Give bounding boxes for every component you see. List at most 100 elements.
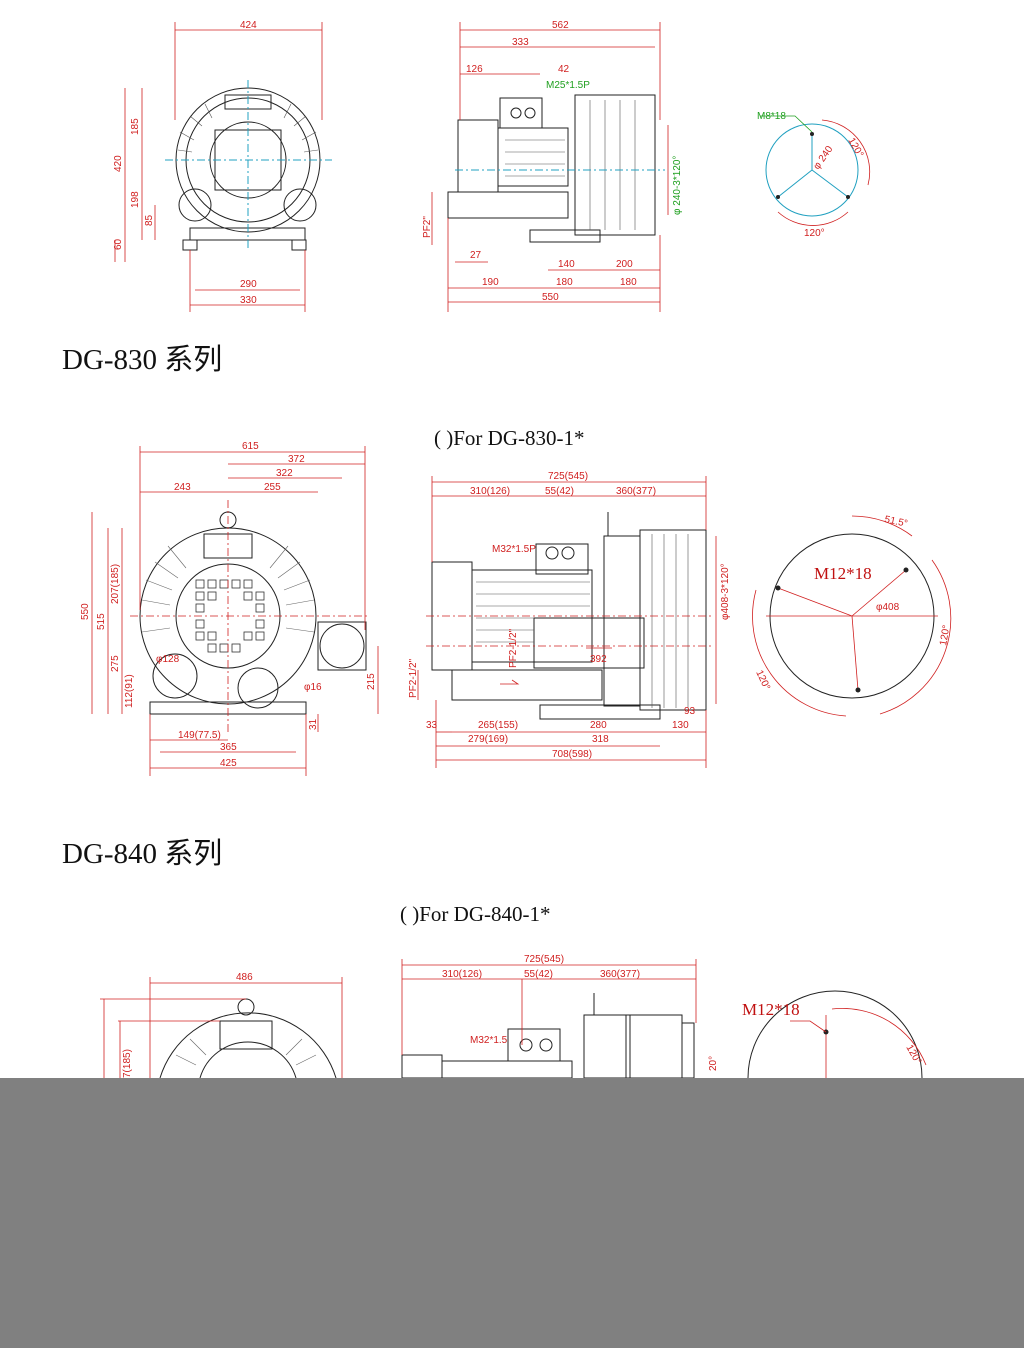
dim-label: 207(185) <box>110 564 121 604</box>
thread-note: M32*1.5 <box>470 1035 508 1046</box>
bolt-circle-label: φ408 <box>876 602 900 613</box>
dim-label: 149(77.5) <box>178 730 221 741</box>
top-side-dim-labels: 562 333 126 42 PF2" 27 190 180 180 140 2… <box>422 20 683 303</box>
dim-label: 112(91) <box>124 674 135 708</box>
angle-label: 120° <box>938 624 952 646</box>
dim-label: 372 <box>288 454 305 465</box>
dim-label: 215 <box>366 673 377 690</box>
840-side-view <box>401 993 695 1079</box>
dim-label: 424 <box>240 20 257 31</box>
dim-label: 130 <box>672 720 689 731</box>
bolt-note: M12*18 <box>814 564 872 583</box>
dim-label: 365 <box>220 742 237 753</box>
830-side-view <box>431 512 707 720</box>
model-note-830: ( )For DG-830-1* <box>434 426 585 450</box>
840-front-view <box>159 998 337 1079</box>
dim-label: φ16 <box>304 682 322 693</box>
drawing-830: 615 372 322 243 255 550 515 207(185) 275… <box>80 441 953 776</box>
dim-label: 275 <box>110 655 121 672</box>
bolt-circle-label: φ 240 <box>811 144 835 172</box>
dim-label: PF2" <box>422 216 433 238</box>
dim-label: 55(42) <box>524 969 553 980</box>
dim-label: 126 <box>466 64 483 75</box>
series-heading-830: DG-830 系列 <box>62 344 223 376</box>
dim-label: 200 <box>616 259 633 270</box>
model-note-840: ( )For DG-840-1* <box>400 902 551 926</box>
dim-label: 265(155) <box>478 720 518 731</box>
840-front-dimensions <box>100 977 343 1078</box>
angle-label: 120° <box>804 228 825 239</box>
830-flange-view: M12*18 φ408 51.5° 120° 120° <box>752 514 953 717</box>
dim-label: 180 <box>620 277 637 288</box>
drawing-top: 424 185 420 198 85 60 290 330 <box>113 20 871 312</box>
dim-label: 42 <box>558 64 570 75</box>
dim-label: 180 <box>556 277 573 288</box>
flange-pcd-note: φ 240-3*120° <box>672 156 683 215</box>
bolt-note: M8*18 <box>757 111 786 122</box>
dim-label: 55(42) <box>545 486 574 497</box>
dim-label: 310(126) <box>442 969 482 980</box>
dim-label: 31 <box>308 718 319 730</box>
dim-label: 725(545) <box>524 954 564 965</box>
dim-label: 708(598) <box>552 749 592 760</box>
drawing-840: 486 7(185) 725(545) 310(126) 55(42) 360(… <box>100 954 927 1079</box>
dim-label: 425 <box>220 758 237 769</box>
dim-label: 279(169) <box>468 734 508 745</box>
dim-label: 198 <box>130 191 141 208</box>
dim-label: 322 <box>276 468 293 479</box>
dim-label: 280 <box>590 720 607 731</box>
dim-label: 515 <box>96 613 107 630</box>
dim-label: 333 <box>512 37 529 48</box>
dim-label: 20° <box>708 1056 719 1071</box>
dim-label: 33 <box>426 720 438 731</box>
830-front-centerlines <box>130 500 370 735</box>
angle-label: 120° <box>845 136 865 159</box>
840-flange-view: M12*18 120° <box>742 990 927 1079</box>
dim-label: 93 <box>684 706 696 717</box>
840-side-dimensions <box>401 959 697 1055</box>
top-front-centerlines <box>165 80 332 250</box>
top-front-dimensions <box>114 22 323 312</box>
dim-label: 27 <box>470 250 482 261</box>
dim-label: 60 <box>113 238 124 250</box>
top-side-dimensions <box>431 22 669 312</box>
dim-label: 243 <box>174 482 191 493</box>
dim-label: 615 <box>242 441 259 452</box>
830-side-dimensions <box>417 476 717 768</box>
dim-label: 360(377) <box>600 969 640 980</box>
dim-label: 7(185) <box>122 1049 133 1078</box>
top-side-view <box>447 94 656 243</box>
dim-label: PF2-1/2" <box>508 628 519 668</box>
dim-label: 420 <box>113 155 124 172</box>
dim-label: 190 <box>482 277 499 288</box>
830-side-centerline <box>426 615 712 647</box>
dim-label: 725(545) <box>548 471 588 482</box>
series-heading-840: DG-840 系列 <box>62 838 223 870</box>
dim-label: 486 <box>236 972 253 983</box>
dim-label: 550 <box>542 292 559 303</box>
bolt-note: M12*18 <box>742 1000 800 1019</box>
dim-label: 85 <box>144 214 155 226</box>
top-flange-view: M8*18 φ 240 120° 120° <box>757 111 871 239</box>
dim-label: 255 <box>264 482 281 493</box>
830-front-dim-labels: 615 372 322 243 255 550 515 207(185) 275… <box>80 441 377 769</box>
830-front-view <box>139 511 367 715</box>
top-front-dim-labels: 424 185 420 198 85 60 290 330 <box>113 20 257 306</box>
gray-overlay <box>0 1078 1024 1348</box>
830-side-dim-labels: 725(545) 310(126) 55(42) 360(377) PF2-1/… <box>408 471 731 760</box>
dim-label: 140 <box>558 259 575 270</box>
dim-label: 290 <box>240 279 257 290</box>
flange-pcd-note: φ408-3*120° <box>720 563 731 620</box>
830-front-dimensions <box>91 446 379 776</box>
dim-label: 392 <box>590 654 607 665</box>
dim-label: 360(377) <box>616 486 656 497</box>
dim-label: 562 <box>552 20 569 31</box>
angle-label: 51.5° <box>883 514 908 530</box>
dim-label: 318 <box>592 734 609 745</box>
dim-label: 330 <box>240 295 257 306</box>
dim-label: 185 <box>130 118 141 135</box>
dim-label: φ128 <box>156 654 180 665</box>
thread-note: M25*1.5P <box>546 80 590 91</box>
dim-label: 310(126) <box>470 486 510 497</box>
